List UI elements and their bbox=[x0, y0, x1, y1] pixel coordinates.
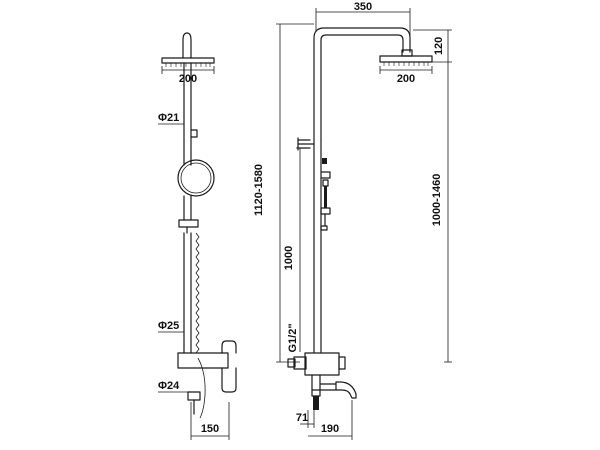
side-lower-dia-label: Φ25 bbox=[158, 320, 179, 332]
side-mixer-body bbox=[177, 352, 229, 369]
side-slide-bracket bbox=[178, 219, 199, 228]
side-shower-head bbox=[161, 57, 215, 67]
front-arm-height-label: 120 bbox=[433, 37, 445, 55]
side-pipe-holder bbox=[190, 129, 198, 138]
front-shower-head bbox=[379, 55, 433, 66]
front-shower-arm bbox=[313, 27, 411, 141]
side-head-width-label: 200 bbox=[179, 73, 197, 85]
front-head-width-label: 200 bbox=[397, 73, 415, 85]
front-arm-width-label: 350 bbox=[354, 1, 372, 13]
side-pipe-dia-label: Φ21 bbox=[158, 112, 179, 124]
side-handle-dia-label: Φ24 bbox=[158, 380, 180, 392]
front-mixer-body bbox=[287, 352, 357, 399]
front-view: 350 200 120 bbox=[283, 1, 452, 440]
front-thread-label: G1/2" bbox=[287, 323, 299, 352]
front-offset-label: 71 bbox=[296, 412, 308, 424]
front-diverter-knob bbox=[311, 389, 321, 397]
side-hand-shower-handle bbox=[187, 391, 201, 401]
overall-height-dimension: 1120-1580 bbox=[253, 23, 314, 363]
height-range-label: 1120-1580 bbox=[253, 164, 265, 216]
front-spout-width-label: 190 bbox=[321, 423, 339, 435]
side-view: 200 Φ21 Φ25 bbox=[158, 32, 237, 440]
front-drop-range-label: 1000-1460 bbox=[431, 174, 443, 227]
front-column-height-label: 1000 bbox=[283, 246, 295, 270]
side-riser-top bbox=[182, 32, 192, 59]
side-hose bbox=[195, 232, 200, 354]
side-base-width-label: 150 bbox=[201, 423, 219, 435]
side-hand-shower-head bbox=[177, 159, 215, 197]
front-hand-shower bbox=[320, 158, 331, 231]
